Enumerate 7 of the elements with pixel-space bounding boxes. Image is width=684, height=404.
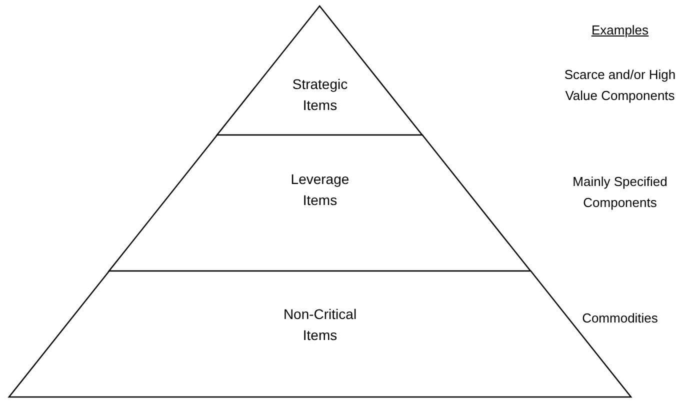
example-text: Commodities (581, 310, 659, 328)
example-text: Mainly Specified Components (572, 173, 668, 212)
tier-label: Leverage Items (290, 170, 350, 210)
tier-label: Non-Critical Items (282, 305, 358, 345)
tier-label: Strategic Items (291, 75, 349, 115)
column-heading: Examples (591, 22, 649, 40)
example-text: Scarce and/or High Value Components (563, 66, 677, 105)
